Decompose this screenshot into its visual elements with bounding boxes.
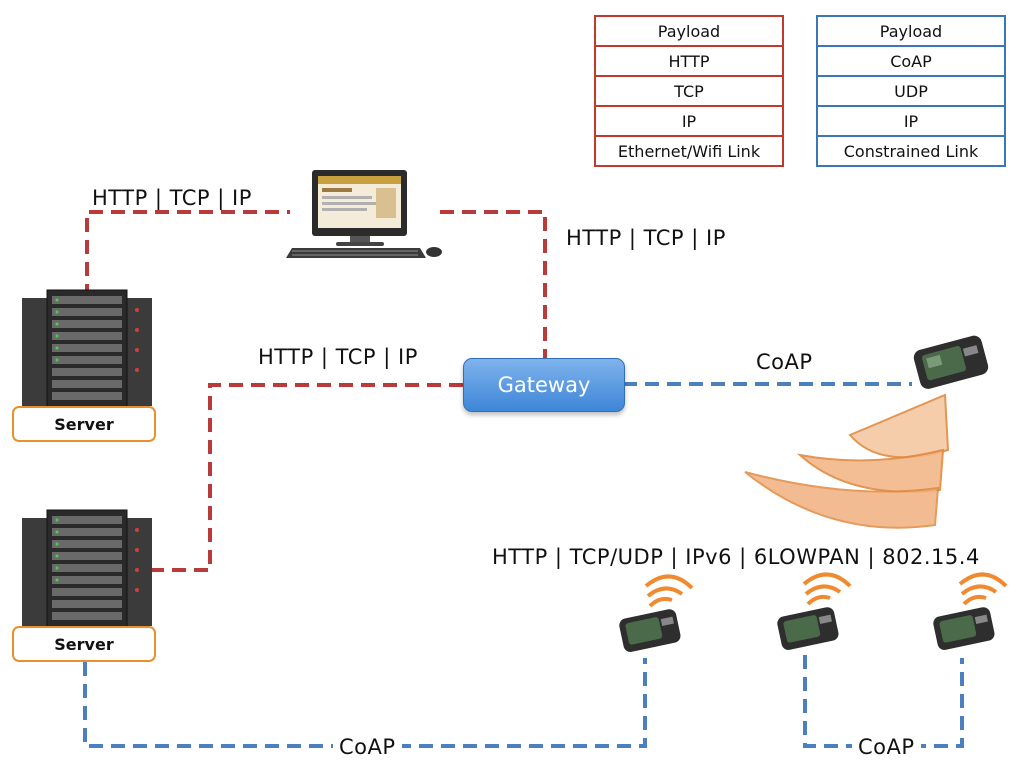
server-rack-icon (22, 289, 152, 413)
radio-wave-icon (644, 574, 694, 608)
stack-layer: HTTP (594, 45, 784, 75)
desktop-computer-icon (286, 170, 442, 258)
label-device-stack: HTTP | TCP/UDP | IPv6 | 6LOWPAN | 802.15… (492, 545, 980, 569)
server-label: Server (12, 626, 156, 662)
link-server-computer (85, 210, 290, 298)
radio-wave-icon (958, 572, 1008, 606)
stack-layer: Payload (816, 15, 1006, 45)
gateway-node: Gateway (463, 358, 625, 412)
radio-wave-icon (802, 572, 852, 606)
sensor-device-icon (913, 335, 989, 389)
stack-layer: Ethernet/Wifi Link (594, 135, 784, 167)
label-server-computer: HTTP | TCP | IP (92, 186, 252, 210)
stack-layer: IP (594, 105, 784, 135)
label-server-devices: CoAP (333, 735, 402, 759)
label-device-device: CoAP (852, 735, 921, 759)
link-server2-gateway (150, 383, 463, 572)
server-rack-icon (22, 509, 152, 633)
coap-protocol-stack: Payload CoAP UDP IP Constrained Link (816, 15, 1006, 167)
stack-layer: Payload (594, 15, 784, 45)
stack-layer: IP (816, 105, 1006, 135)
link-server2-devices (83, 658, 647, 748)
http-protocol-stack: Payload HTTP TCP IP Ethernet/Wifi Link (594, 15, 784, 167)
stack-layer: UDP (816, 75, 1006, 105)
label-server-gateway: HTTP | TCP | IP (258, 345, 418, 369)
label-computer-gateway: HTTP | TCP | IP (566, 226, 726, 250)
stack-layer: Constrained Link (816, 135, 1006, 167)
link-computer-gateway (440, 210, 547, 360)
link-device-device (803, 655, 964, 748)
sensor-device-icon (777, 607, 839, 650)
stack-layer: TCP (594, 75, 784, 105)
stack-layer: CoAP (816, 45, 1006, 75)
server-label: Server (12, 406, 156, 442)
label-gateway-device: CoAP (756, 350, 813, 374)
sensor-device-icon (933, 607, 995, 650)
sensor-device-icon (619, 609, 681, 652)
radio-wave-icon (744, 393, 950, 529)
